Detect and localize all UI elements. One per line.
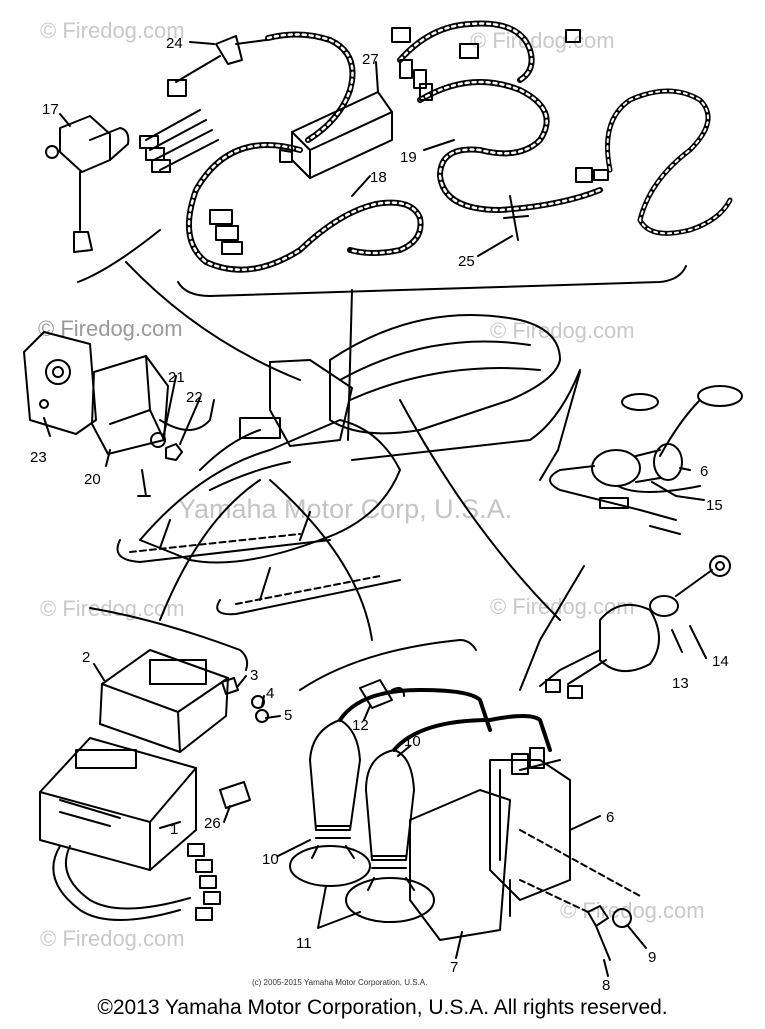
callout-12: 12: [352, 717, 369, 734]
plug-cap-right: [365, 749, 415, 861]
tie-25: [503, 195, 529, 241]
callout-14: 14: [712, 653, 729, 670]
bracket-lower-right: [299, 639, 477, 691]
callout-26: 26: [204, 815, 221, 832]
callout-25: 25: [458, 253, 475, 270]
callout-19: 19: [400, 149, 417, 166]
callout-5: 5: [284, 707, 292, 724]
cdi-unit-2: [99, 649, 229, 753]
boot-11-left: [289, 845, 371, 887]
callout-20: 20: [84, 471, 101, 488]
callout-13: 13: [672, 675, 689, 692]
snowmobile-seat: [329, 314, 561, 435]
clip-24: [215, 35, 243, 65]
cover-20: [91, 355, 169, 455]
callout-22: 22: [186, 389, 203, 406]
plate-23: [23, 331, 97, 435]
nut-22: [165, 443, 183, 461]
snowmobile-cowl: [139, 419, 401, 564]
switch-body-15: [591, 449, 641, 487]
bracket-right-13: [519, 565, 585, 691]
plug-cap-left: [309, 719, 361, 831]
boot-11-right: [345, 877, 435, 923]
callout-4: 4: [266, 685, 274, 702]
mount-plate-7: [409, 789, 511, 941]
callout-18: 18: [370, 169, 387, 186]
watermark-lower-right: © Firedog.com: [490, 594, 635, 619]
copyright-notice: ©2013 Yamaha Motor Corporation, U.S.A. A…: [97, 996, 668, 1019]
callout-10-right: 10: [404, 733, 421, 750]
callout-7: 7: [450, 959, 458, 976]
watermark-bottom-left: © Firedog.com: [40, 926, 185, 951]
washer-21: [150, 432, 166, 448]
harness-19: [417, 79, 603, 213]
top-group-bracket: [177, 265, 687, 297]
ski-left: [116, 539, 331, 563]
cdi-unit-1: [39, 737, 197, 871]
bracket-left-top: [77, 229, 161, 283]
callout-27: 27: [362, 51, 379, 68]
watermark-top-left: © Firedog.com: [40, 18, 185, 43]
harness-18: [185, 142, 424, 273]
watermark-mid-right: © Firedog.com: [490, 318, 635, 343]
callout-21: 21: [168, 369, 185, 386]
callout-9: 9: [648, 949, 656, 966]
callout-2: 2: [82, 649, 90, 666]
small-copyright: (c) 2005-2015 Yamaha Motor Corporation, …: [252, 978, 428, 987]
callout-11: 11: [296, 935, 312, 952]
watermark-top-right: © Firedog.com: [470, 28, 615, 53]
bracket-lower-left: [89, 607, 249, 671]
watermark-center: Yamaha Motor Corp, U.S.A.: [178, 494, 513, 524]
callout-16: 6: [700, 463, 708, 480]
callout-17: 17: [42, 101, 59, 118]
bracket-right-15: [539, 371, 581, 481]
callout-1: 1: [170, 821, 178, 838]
callout-6: 6: [606, 809, 614, 826]
callout-8: 8: [602, 977, 610, 994]
switch-body-13: [599, 603, 660, 672]
bolt-8: [587, 905, 611, 961]
callout-23: 23: [30, 449, 47, 466]
callout-24: 24: [166, 35, 183, 52]
clamp-26: [219, 781, 251, 809]
callout-10-left: 10: [262, 851, 279, 868]
clip-12: [359, 679, 393, 709]
washer-9: [612, 908, 632, 928]
windshield: [269, 359, 353, 447]
callout-15: 15: [706, 497, 723, 514]
callout-3: 3: [250, 667, 258, 684]
ski-right: [216, 579, 401, 616]
ignition-coil-6: [489, 759, 571, 901]
